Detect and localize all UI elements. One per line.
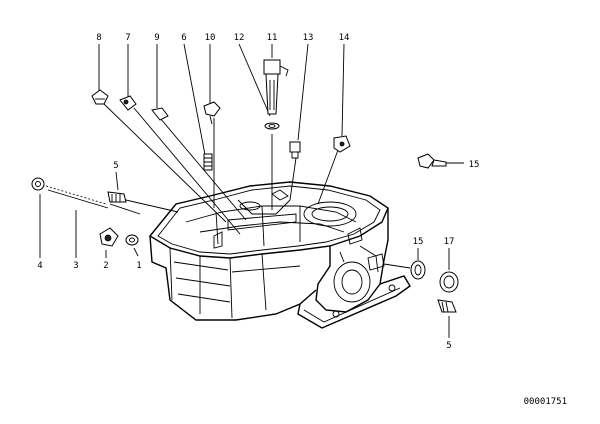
bolt-5-icon: [107, 191, 127, 203]
washer-1-icon: [125, 234, 139, 246]
screw-15-icon: [417, 153, 447, 169]
nut-2-icon: [99, 227, 119, 247]
dipstick-handle-4-icon: [31, 177, 45, 191]
pin-9-icon: [151, 107, 169, 121]
plug-13-icon: [289, 141, 301, 159]
callout-12: 12: [234, 33, 245, 43]
callout-4: 4: [37, 261, 42, 271]
sender-11-icon: [263, 59, 289, 115]
seal-ring-15-icon: [410, 260, 426, 280]
diagram-reference-number: 00001751: [524, 397, 567, 407]
leader-lines: [39, 43, 464, 338]
callout-10: 10: [205, 33, 216, 43]
callout-5-right: 5: [446, 341, 451, 351]
callout-1: 1: [136, 261, 141, 271]
small-parts: [31, 59, 459, 313]
callout-8: 8: [96, 33, 101, 43]
callout-labels: 8 7 9 6 10 12 11 13 14 15 5 4 3 2 1 15 1…: [37, 33, 479, 351]
callout-11: 11: [267, 33, 278, 43]
callout-3: 3: [73, 261, 78, 271]
callout-7: 7: [125, 33, 130, 43]
callout-13: 13: [303, 33, 314, 43]
spring-6-icon: [203, 153, 213, 171]
callout-9: 9: [154, 33, 159, 43]
callout-17: 17: [444, 237, 455, 247]
callout-6: 6: [181, 33, 186, 43]
dipstick-3-icon: [45, 185, 109, 209]
cap-17-icon: [439, 271, 459, 293]
bolt-10-icon: [203, 101, 221, 125]
bolt-5b-icon: [437, 299, 457, 313]
switch-14-icon: [333, 135, 351, 153]
callout-14: 14: [339, 33, 350, 43]
plug-7-icon: [119, 95, 137, 111]
callout-2: 2: [103, 261, 108, 271]
callout-15-top: 15: [469, 160, 480, 170]
callout-5-left: 5: [113, 161, 118, 171]
transmission-housing: [148, 181, 411, 329]
callout-15-right: 15: [413, 237, 424, 247]
screw-8-icon: [91, 89, 109, 105]
washer-12-icon: [264, 122, 280, 130]
